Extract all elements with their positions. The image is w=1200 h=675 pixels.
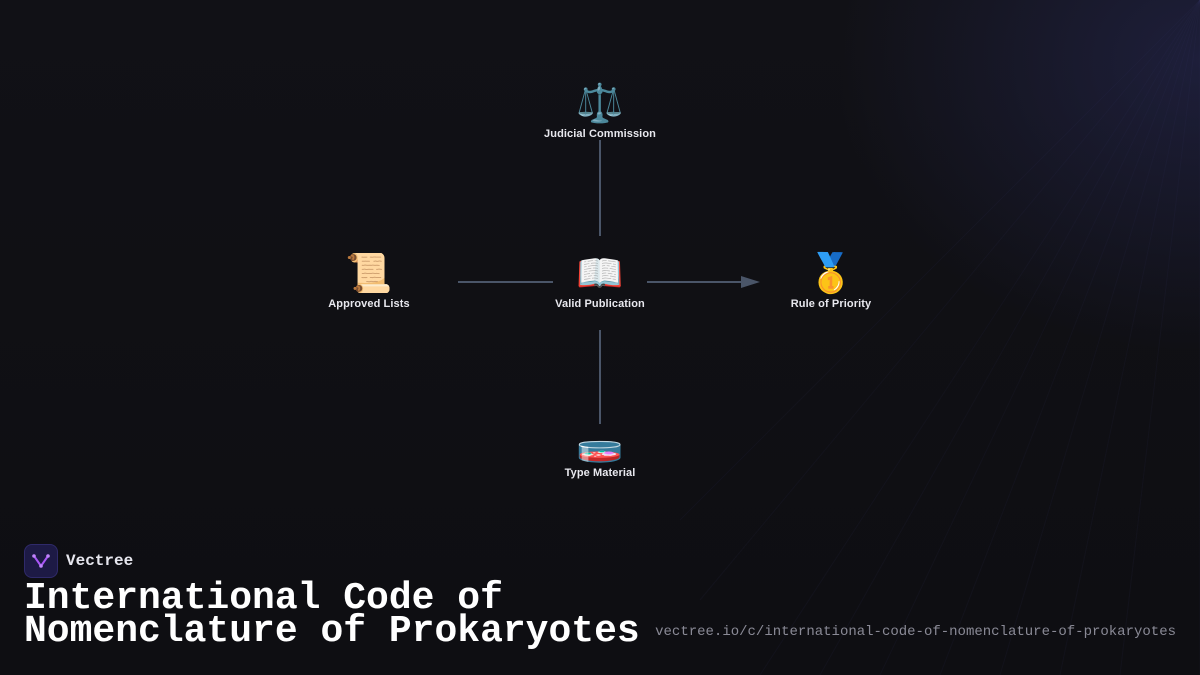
page-url[interactable]: vectree.io/c/international-code-of-nomen… xyxy=(655,624,1176,640)
open-book-icon: 📖 xyxy=(576,253,624,295)
node-type-material[interactable]: 🧫 Type Material xyxy=(510,421,690,479)
scroll-icon: 📜 xyxy=(345,253,393,295)
node-label: Valid Publication xyxy=(555,298,645,310)
vectree-logo-icon xyxy=(24,544,58,578)
edge-valid-priority-arrowhead xyxy=(741,276,760,288)
node-label: Approved Lists xyxy=(328,298,410,310)
petri-dish-icon: 🧫 xyxy=(576,422,624,464)
page-title: International Code of Nomenclature of Pr… xyxy=(24,580,644,651)
node-judicial-commission[interactable]: ⚖️ Judicial Commission xyxy=(510,82,690,140)
title-line-2: Nomenclature of Prokaryotes xyxy=(24,610,640,653)
brand[interactable]: Vectree xyxy=(24,544,133,578)
gold-medal-icon: 🥇 xyxy=(807,253,855,295)
node-valid-publication[interactable]: 📖 Valid Publication xyxy=(510,252,690,310)
node-label: Rule of Priority xyxy=(790,298,872,310)
title-line-1: International Code of xyxy=(24,577,503,620)
brand-name: Vectree xyxy=(66,552,134,570)
node-label: Type Material xyxy=(564,467,636,479)
node-label: Judicial Commission xyxy=(544,128,656,140)
scales-icon: ⚖️ xyxy=(576,83,624,125)
node-rule-of-priority[interactable]: 🥇 Rule of Priority xyxy=(741,252,921,310)
node-approved-lists[interactable]: 📜 Approved Lists xyxy=(279,252,459,310)
